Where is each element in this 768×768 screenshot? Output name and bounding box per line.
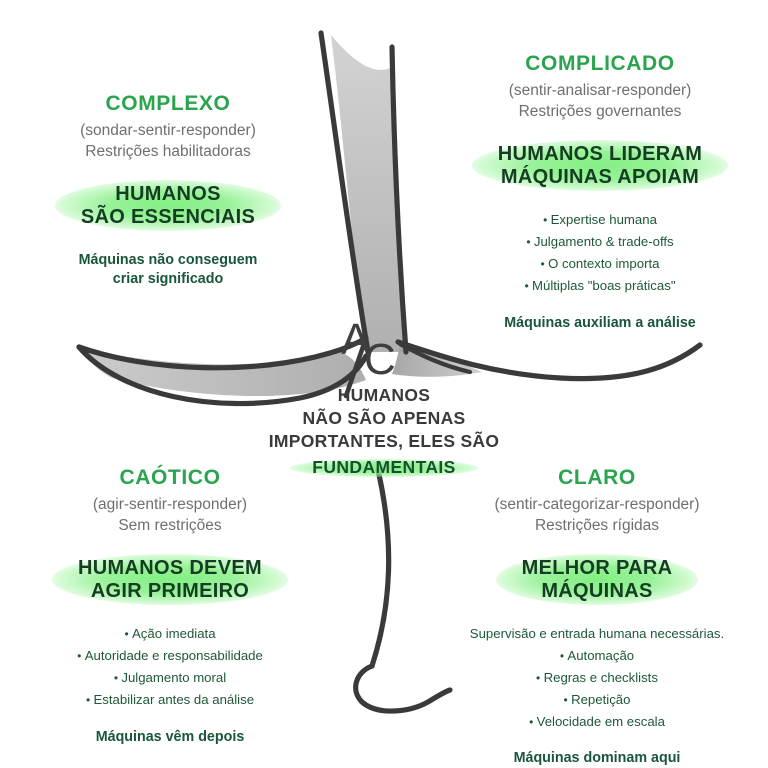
bullet-dot-icon: • xyxy=(543,213,551,228)
quadrant-constraints-complicado: Restrições governantes xyxy=(518,103,682,121)
quadrant-title-complexo: COMPLEXO xyxy=(105,92,231,115)
center-highlight-text: FUNDAMENTAIS xyxy=(312,457,456,478)
bullet-dot-icon: • xyxy=(536,671,544,686)
inner-right-taper xyxy=(397,341,473,375)
bullet-dot-icon: • xyxy=(113,671,122,686)
bullet-item: • O contexto importa xyxy=(540,256,660,272)
bullet-item: • Estabilizar antes da análise xyxy=(85,691,255,707)
bullet-dot-icon: • xyxy=(85,692,94,707)
quadrant-process-caotico: (agir-sentir-responder) xyxy=(92,496,248,514)
right-wing-edge xyxy=(395,339,703,382)
bullet-list-complicado: • Expertise humana • Julgamento & trade-o… xyxy=(440,209,760,296)
quadrant-constraints-complexo: Restrições habilitadoras xyxy=(85,143,251,161)
funnel-left-edge xyxy=(318,30,371,355)
center-line-2: NÃO SÃO APENAS xyxy=(302,408,466,429)
bullet-item: • Múltiplas "boas práticas" xyxy=(524,277,676,293)
bottom-hook xyxy=(353,663,453,714)
center-message: HUMANOS NÃO SÃO APENAS IMPORTANTES, ELES… xyxy=(214,384,554,481)
quadrant-caotico: CAÓTICO (agir-sentir-responder) Sem rest… xyxy=(20,466,320,746)
headline-complicado: HUMANOS LIDERAM MÁQUINAS APOIAM xyxy=(497,142,703,188)
bullet-item: • Ação imediata xyxy=(124,626,216,642)
footnote-caotico: Máquinas vêm depois xyxy=(95,728,245,745)
bullet-dot-icon: • xyxy=(563,692,572,707)
quadrant-constraints-caotico: Sem restrições xyxy=(118,517,222,535)
quadrant-complexo: COMPLEXO (sondar-sentir-responder) Restr… xyxy=(18,92,318,289)
bullet-item: • Expertise humana xyxy=(543,212,657,228)
quadrant-process-complexo: (sondar-sentir-responder) xyxy=(80,122,256,140)
headline-badge-complexo: HUMANOS SÃO ESSENCIAIS xyxy=(54,177,282,235)
bullet-lead: Supervisão e entrada humana necessárias. xyxy=(469,626,725,642)
bullet-item: • Automação xyxy=(559,648,635,664)
left-wing-lower-edge xyxy=(76,344,369,407)
bullet-dot-icon: • xyxy=(529,714,537,729)
quadrant-constraints-claro: Restrições rígidas xyxy=(534,517,660,535)
headline-badge-claro: MELHOR PARA MÁQUINAS xyxy=(495,551,699,609)
quadrant-process-complicado: (sentir-analisar-responder) xyxy=(508,82,692,100)
footnote-claro: Máquinas dominam aqui xyxy=(513,750,681,767)
bullet-dot-icon: • xyxy=(124,627,132,642)
center-line-1: HUMANOS xyxy=(337,385,431,405)
bullet-dot-icon: • xyxy=(540,257,549,272)
footnote-complexo: Máquinas não conseguem criar significado xyxy=(78,252,258,288)
quadrant-title-caotico: CAÓTICO xyxy=(119,466,221,489)
bullet-dot-icon: • xyxy=(524,278,533,293)
quadrant-title-complicado: COMPLICADO xyxy=(525,52,675,75)
quadrant-title-claro: CLARO xyxy=(558,466,636,489)
funnel-right-edge xyxy=(389,44,409,355)
bullet-item: • Julgamento moral xyxy=(113,670,227,686)
quadrant-claro: CLARO (sentir-categorizar-responder) Res… xyxy=(432,466,762,768)
bullet-item: • Velocidade em escala xyxy=(529,713,665,729)
quadrant-process-claro: (sentir-categorizar-responder) xyxy=(494,496,700,514)
center-highlight-badge: FUNDAMENTAIS xyxy=(290,454,478,481)
bullet-dot-icon: • xyxy=(77,649,85,664)
bullet-item: • Regras e checklists xyxy=(536,670,658,686)
descending-stem xyxy=(369,467,392,669)
left-wing-upper-edge xyxy=(76,335,369,371)
headline-complexo: HUMANOS SÃO ESSENCIAIS xyxy=(80,182,256,228)
headline-caotico: HUMANOS DEVEM AGIR PRIMEIRO xyxy=(78,556,262,602)
upper-funnel-shape xyxy=(331,35,407,352)
headline-claro: MELHOR PARA MÁQUINAS xyxy=(521,556,673,602)
left-wing-shape xyxy=(80,348,366,397)
bullet-item: • Julgamento & trade-offs xyxy=(526,234,674,250)
center-line-3: IMPORTANTES, ELES SÃO xyxy=(268,431,500,452)
bullet-dot-icon: • xyxy=(559,649,568,664)
bullet-item: • Repetição xyxy=(563,691,631,707)
headline-badge-complicado: HUMANOS LIDERAM MÁQUINAS APOIAM xyxy=(471,137,729,195)
bullet-item: • Autoridade e responsabilidade xyxy=(77,648,263,664)
footnote-complicado: Máquinas auxiliam a análise xyxy=(504,314,696,331)
quadrant-complicado: COMPLICADO (sentir-analisar-responder) R… xyxy=(440,52,760,332)
bullet-list-caotico: • Ação imediata • Autoridade e responsabi… xyxy=(20,623,320,710)
monogram-left-strut xyxy=(343,335,369,399)
headline-badge-caotico: HUMANOS DEVEM AGIR PRIMEIRO xyxy=(52,551,288,609)
bullet-dot-icon: • xyxy=(526,235,534,250)
bullet-list-claro: Supervisão e entrada humana necessárias.… xyxy=(432,623,762,732)
